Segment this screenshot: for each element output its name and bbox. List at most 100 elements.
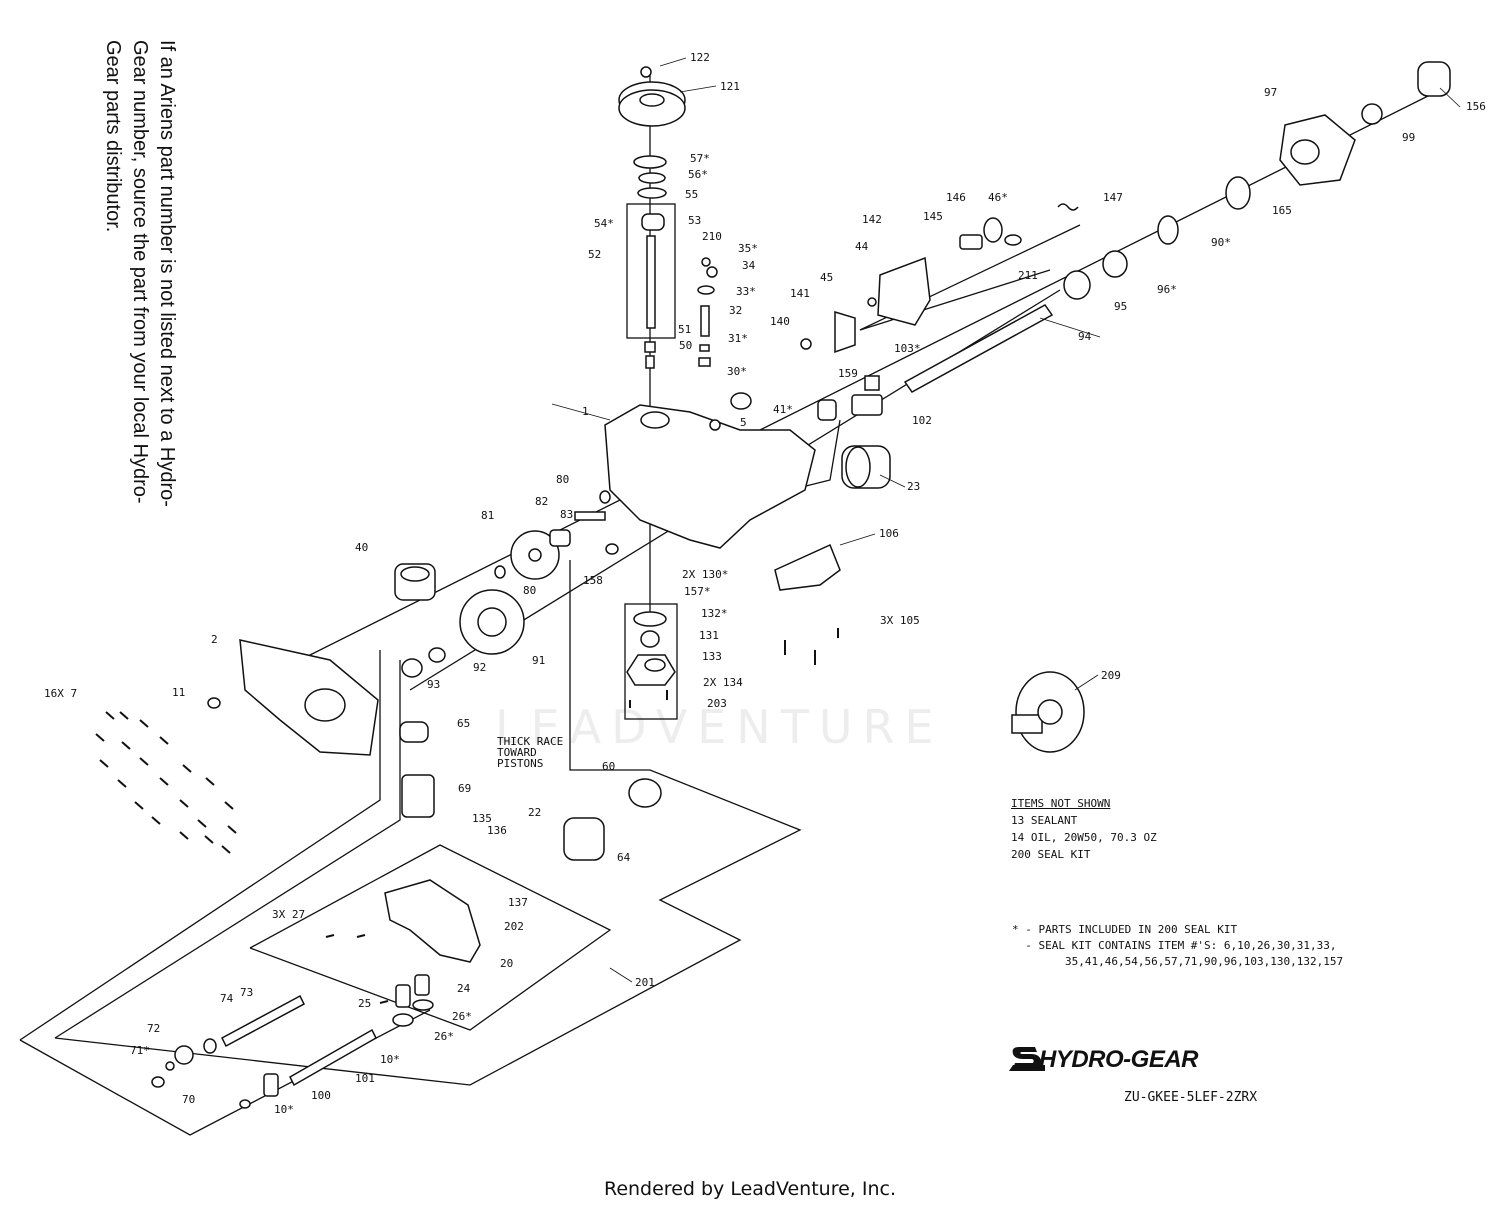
- center-section-20: [384, 879, 481, 963]
- callout-11: 11: [172, 686, 185, 699]
- callout-210: 210: [702, 230, 722, 243]
- callout-106: 106: [879, 527, 899, 540]
- callout-203: 203: [707, 697, 727, 710]
- item-not-shown: 14 OIL, 20W50, 70.3 OZ: [1011, 831, 1157, 844]
- callout-102: 102: [912, 414, 932, 427]
- callout-31: 31*: [728, 332, 748, 345]
- callout-100: 100: [311, 1089, 331, 1102]
- item-not-shown: 200 SEAL KIT: [1011, 848, 1091, 861]
- callout-142: 142: [862, 213, 882, 226]
- callout-201: 201: [635, 976, 655, 989]
- callout-209: 209: [1101, 669, 1121, 682]
- callout-130: 2X 130*: [682, 568, 728, 581]
- callout-56: 56*: [688, 168, 708, 181]
- callout-158: 158: [583, 574, 603, 587]
- items-not-shown-list: ITEMS NOT SHOWN 13 SEALANT 14 OIL, 20W50…: [1011, 795, 1157, 863]
- callout-51: 51: [678, 323, 691, 336]
- bracket-106: [774, 543, 841, 591]
- seal-96: [1102, 250, 1128, 278]
- callout-159: 159: [838, 367, 858, 380]
- bracket-44: [877, 256, 931, 326]
- callout-82: 82: [535, 495, 548, 508]
- callout-7: 16X 7: [44, 687, 77, 700]
- callout-95: 95: [1114, 300, 1127, 313]
- race-65: [399, 721, 429, 743]
- thick-race-line-2: TOWARD: [497, 746, 537, 759]
- callout-101: 101: [355, 1072, 375, 1085]
- seal-kit-line: * - PARTS INCLUDED IN 200 SEAL KIT: [1012, 923, 1238, 936]
- callout-71: 71*: [130, 1044, 150, 1057]
- callout-136: 136: [487, 824, 507, 837]
- callout-93: 93: [427, 678, 440, 691]
- callout-157: 157*: [684, 585, 711, 598]
- callout-52: 52: [588, 248, 601, 261]
- callout-135: 135: [472, 812, 492, 825]
- callout-64: 64: [617, 851, 631, 864]
- group-box-210: [626, 203, 676, 339]
- callout-81: 81: [481, 509, 494, 522]
- callout-5: 5: [740, 416, 747, 429]
- callout-141: 141: [790, 287, 810, 300]
- callout-91: 91: [532, 654, 545, 667]
- group-box-203: [624, 603, 678, 720]
- model-code: ZU-GKEE-5LEF-2ZRX: [1124, 1090, 1258, 1105]
- callout-10a: 10*: [380, 1053, 400, 1066]
- callout-10b: 10*: [274, 1103, 294, 1116]
- callout-50: 50: [679, 339, 692, 352]
- callout-92: 92: [473, 661, 486, 674]
- bearing-95: [1063, 270, 1091, 300]
- callout-65: 65: [457, 717, 470, 730]
- callout-80b: 80: [523, 584, 536, 597]
- bearing-60: [628, 778, 662, 808]
- thick-race-line-1: THICK RACE: [497, 735, 563, 748]
- shaft-101: [289, 1028, 377, 1087]
- seal-kit-note: * - PARTS INCLUDED IN 200 SEAL KIT - SEA…: [1012, 922, 1343, 970]
- logo-text: HYDRO-GEAR: [1039, 1046, 1199, 1073]
- callout-1: 1: [582, 405, 589, 418]
- callout-132: 132*: [701, 607, 728, 620]
- axle-shaft-94: [903, 304, 1054, 393]
- callout-211: 211: [1018, 269, 1038, 282]
- callout-57: 57*: [690, 152, 710, 165]
- callout-131: 131: [699, 629, 719, 642]
- item-not-shown: 13 SEALANT: [1011, 814, 1078, 827]
- cylinder-block-69: [401, 774, 435, 818]
- callout-147: 147: [1103, 191, 1123, 204]
- callout-80a: 80: [556, 473, 569, 486]
- callout-22: 22: [528, 806, 541, 819]
- gear-72: [174, 1045, 194, 1065]
- shaft-73: [221, 994, 305, 1048]
- nut-122: [640, 66, 652, 78]
- callout-96: 96*: [1157, 283, 1177, 296]
- callout-33: 33*: [736, 285, 756, 298]
- arm-100: [263, 1073, 279, 1097]
- callout-134: 2X 134: [703, 676, 743, 689]
- callout-97: 97: [1264, 86, 1277, 99]
- callout-146: 146: [946, 191, 966, 204]
- callout-72: 72: [147, 1022, 160, 1035]
- callout-122: 122: [690, 51, 710, 64]
- callout-45: 45: [820, 271, 833, 284]
- callout-27: 3X 27: [272, 908, 305, 921]
- bearing-93: [401, 658, 423, 678]
- callout-32: 32: [729, 304, 742, 317]
- callout-70: 70: [182, 1093, 195, 1106]
- callout-34: 34: [742, 259, 756, 272]
- callout-55: 55: [685, 188, 698, 201]
- callout-40: 40: [355, 541, 368, 554]
- main-housing-1: [604, 404, 816, 549]
- callout-35: 35*: [738, 242, 758, 255]
- callout-25: 25: [358, 997, 371, 1010]
- callout-140: 140: [770, 315, 790, 328]
- footer-credit: Rendered by LeadVenture, Inc.: [603, 1178, 897, 1200]
- seal-kit-line: 35,41,46,54,56,57,71,90,96,103,130,132,1…: [1012, 955, 1344, 968]
- callout-137: 137: [508, 896, 528, 909]
- thick-race-line-3: PISTONS: [497, 757, 543, 770]
- callout-105: 3X 105: [880, 614, 920, 627]
- motor-block-64: [563, 817, 605, 861]
- callout-60: 60: [602, 760, 615, 773]
- callout-26b: 26*: [434, 1030, 454, 1043]
- callout-54: 54*: [594, 217, 614, 230]
